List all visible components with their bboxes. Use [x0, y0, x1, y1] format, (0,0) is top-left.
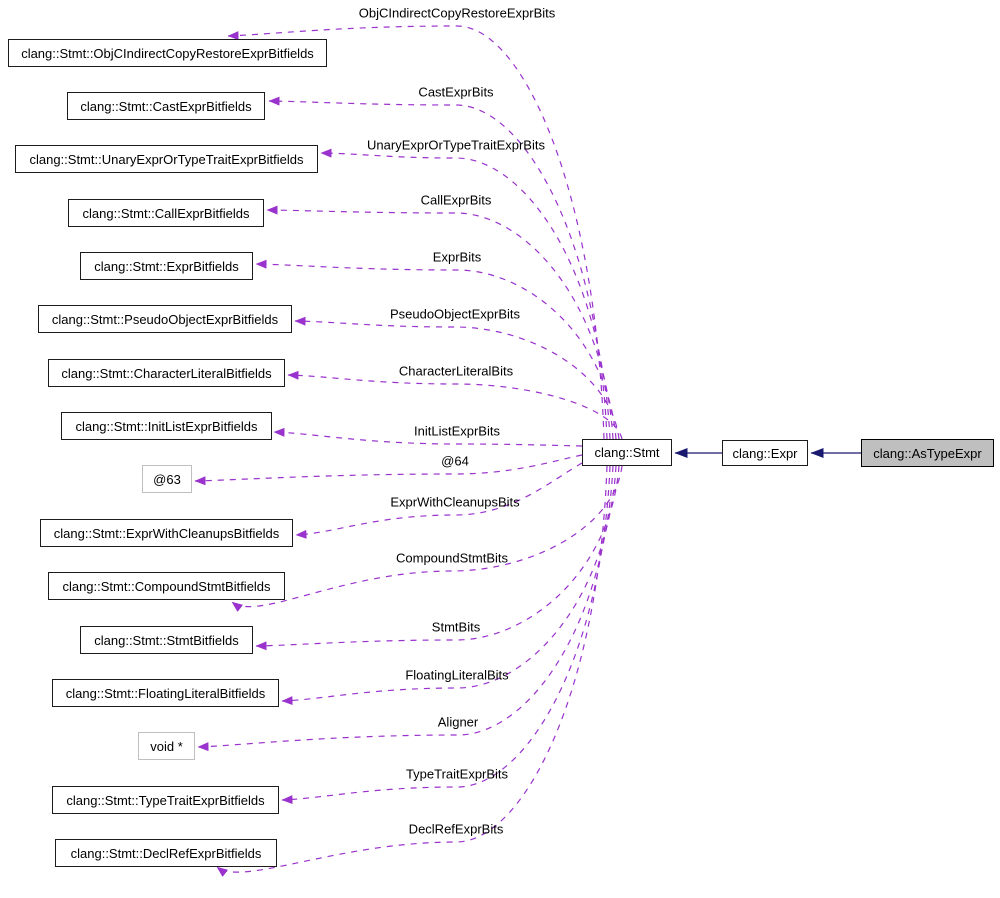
node-label-declref: clang::Stmt::DeclRefExprBitfields: [70, 845, 262, 861]
usage-edge-charlit: [287, 370, 623, 440]
usage-edge-anon63: [194, 454, 583, 486]
usage-edge-exprbits: [255, 259, 617, 440]
node-label-unary: clang::Stmt::UnaryExprOrTypeTraitExprBit…: [29, 151, 304, 167]
node-typetrait[interactable]: clang::Stmt::TypeTraitExprBitfields: [52, 786, 279, 814]
edge-label-charlit: CharacterLiteralBits: [398, 363, 514, 379]
node-label-exprbits: clang::Stmt::ExprBitfields: [94, 258, 239, 274]
node-call[interactable]: clang::Stmt::CallExprBitfields: [68, 199, 264, 227]
edge-label-declref: DeclRefExprBits: [408, 821, 504, 837]
node-label-anon63: @63: [153, 471, 181, 487]
node-exprwc[interactable]: clang::Stmt::ExprWithCleanupsBitfields: [40, 519, 293, 547]
node-voidptr: void *: [138, 732, 195, 760]
edge-label-initlist: InitListExprBits: [414, 423, 500, 439]
node-label-cast: clang::Stmt::CastExprBitfields: [80, 98, 252, 114]
node-label-typetrait: clang::Stmt::TypeTraitExprBitfields: [66, 792, 265, 808]
edge-label-typetrait: TypeTraitExprBits: [405, 766, 509, 782]
edge-label-floatlit: FloatingLiteralBits: [405, 667, 509, 683]
node-exprbits[interactable]: clang::Stmt::ExprBitfields: [80, 252, 253, 280]
node-charlit[interactable]: clang::Stmt::CharacterLiteralBitfields: [48, 359, 285, 387]
edge-label-stmtbits: StmtBits: [431, 619, 481, 635]
node-compound[interactable]: clang::Stmt::CompoundStmtBitfields: [48, 572, 285, 600]
usage-edge-call: [266, 205, 614, 440]
node-label-floatlit: clang::Stmt::FloatingLiteralBitfields: [65, 685, 266, 701]
node-label-initlist: clang::Stmt::InitListExprBitfields: [75, 418, 258, 434]
usage-edge-compound: [231, 465, 623, 612]
node-stmt[interactable]: clang::Stmt: [582, 439, 672, 466]
edge-label-objc: ObjCIndirectCopyRestoreExprBits: [358, 5, 556, 21]
edge-label-call: CallExprBits: [420, 192, 492, 208]
usage-edge-stmtbits: [255, 465, 620, 651]
node-anon63: @63: [142, 465, 192, 493]
node-declref[interactable]: clang::Stmt::DeclRefExprBitfields: [55, 839, 277, 867]
node-label-stmtbits: clang::Stmt::StmtBitfields: [94, 632, 239, 648]
edge-label-voidptr: Aligner: [437, 714, 479, 730]
node-label-exprwc: clang::Stmt::ExprWithCleanupsBitfields: [53, 525, 280, 541]
usage-edge-voidptr: [197, 465, 614, 752]
node-label-objc: clang::Stmt::ObjCIndirectCopyRestoreExpr…: [21, 45, 314, 61]
node-label-call: clang::Stmt::CallExprBitfields: [82, 205, 250, 221]
node-unary[interactable]: clang::Stmt::UnaryExprOrTypeTraitExprBit…: [15, 145, 318, 173]
usage-edge-typetrait: [281, 465, 611, 805]
edge-label-unary: UnaryExprOrTypeTraitExprBits: [367, 137, 545, 153]
usage-edge-pseudo: [294, 316, 620, 440]
edge-label-anon63: @64: [441, 453, 469, 469]
edge-label-pseudo: PseudoObjectExprBits: [389, 306, 521, 322]
usage-edge-exprwc: [295, 462, 583, 539]
usage-edge-cast: [268, 96, 608, 440]
node-label-voidptr: void *: [150, 738, 183, 754]
node-label-charlit: clang::Stmt::CharacterLiteralBitfields: [61, 365, 272, 381]
edge-label-exprbits: ExprBits: [432, 249, 482, 265]
node-expr[interactable]: clang::Expr: [722, 440, 808, 466]
node-astype: clang::AsTypeExpr: [861, 439, 994, 467]
node-label-compound: clang::Stmt::CompoundStmtBitfields: [62, 578, 271, 594]
usage-edge-objc: [227, 25, 605, 440]
node-initlist[interactable]: clang::Stmt::InitListExprBitfields: [61, 412, 272, 440]
node-objc[interactable]: clang::Stmt::ObjCIndirectCopyRestoreExpr…: [8, 39, 327, 67]
node-stmtbits[interactable]: clang::Stmt::StmtBitfields: [80, 626, 253, 654]
usage-edge-floatlit: [281, 465, 617, 706]
node-label-stmt: clang::Stmt: [594, 445, 660, 460]
edge-label-cast: CastExprBits: [418, 84, 494, 100]
edge-label-exprwc: ExprWithCleanupsBits: [390, 494, 520, 510]
edge-label-compound: CompoundStmtBits: [396, 550, 508, 566]
usage-edge-initlist: [273, 427, 583, 447]
node-label-astype: clang::AsTypeExpr: [873, 445, 982, 461]
usage-edge-declref: [216, 465, 608, 877]
node-label-expr: clang::Expr: [732, 445, 798, 461]
node-pseudo[interactable]: clang::Stmt::PseudoObjectExprBitfields: [38, 305, 292, 333]
node-label-pseudo: clang::Stmt::PseudoObjectExprBitfields: [51, 311, 279, 327]
node-floatlit[interactable]: clang::Stmt::FloatingLiteralBitfields: [52, 679, 279, 707]
node-cast[interactable]: clang::Stmt::CastExprBitfields: [67, 92, 265, 120]
